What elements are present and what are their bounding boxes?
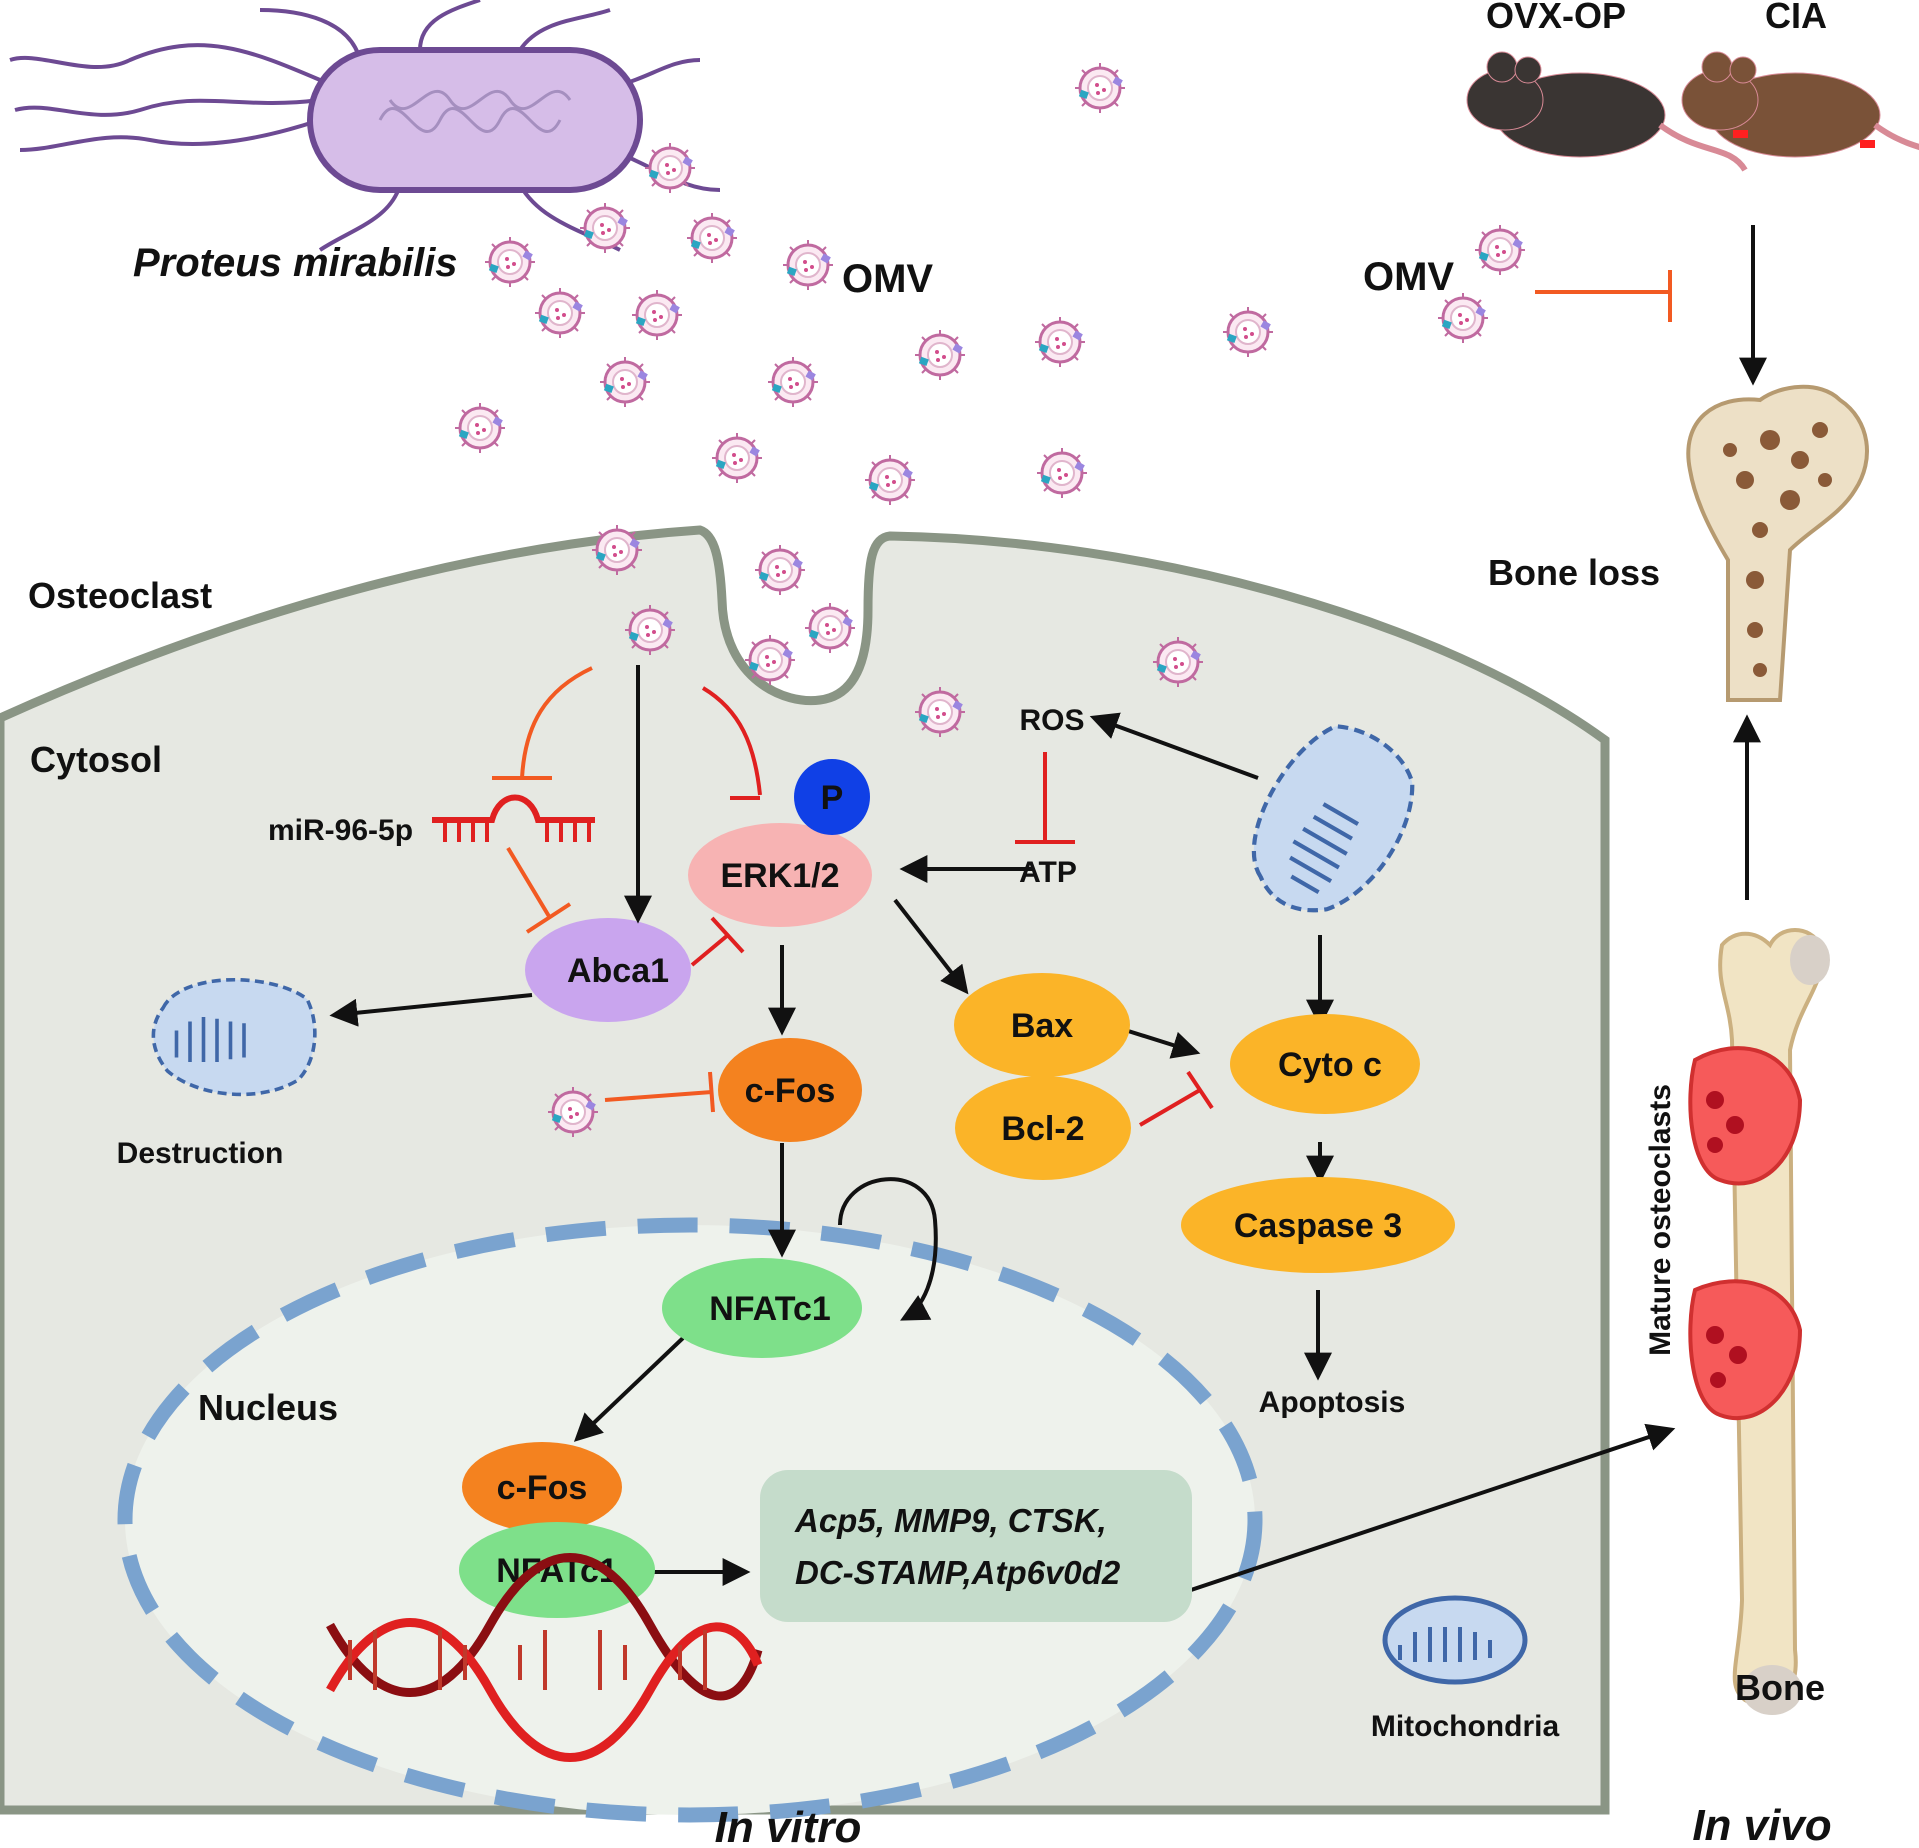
model-cia-label: CIA [1765, 0, 1827, 36]
target-genes-line1: Acp5, MMP9, CTSK, [794, 1502, 1107, 1539]
cia-inflamed-paws [1733, 130, 1875, 148]
bone-loss-label: Bone loss [1488, 552, 1660, 593]
nfatc1-autoloop-arrow [838, 1177, 938, 1321]
bone-label: Bone [1735, 1667, 1825, 1708]
ros-inhibits-atp [1015, 752, 1075, 844]
cytosol-label: Cytosol [30, 739, 162, 780]
cytoc-node [1230, 1014, 1420, 1114]
organism-label: Proteus mirabilis [133, 241, 458, 285]
mature-osteoclasts-label: Mature osteoclasts [1644, 1084, 1677, 1356]
proteus-mirabilis-bacterium [9, 0, 721, 252]
omv-label-invivo: OMV [1363, 255, 1454, 299]
erk12-label: ERK1/2 [720, 857, 839, 895]
activation-arrows [329, 225, 1767, 1594]
osteoclast-label: Osteoclast [28, 575, 212, 616]
caspase3-node [1181, 1177, 1455, 1273]
cfos-cytosol-node [718, 1038, 862, 1142]
target-genes-line2: DC-STAMP,Atp6v0d2 [795, 1554, 1121, 1591]
omv-label-top: OMV [842, 257, 933, 301]
bone-loss-femur [1686, 384, 1869, 702]
mature-osteoclast-upper [1688, 1046, 1803, 1186]
atp-label: ATP [1019, 856, 1077, 889]
cfos-nucleus-label: c-Fos [497, 1469, 588, 1507]
abca1-inhibits-erk [690, 916, 745, 967]
mir-96-5p-label: miR-96-5p [268, 814, 413, 847]
in-vivo-label: In vivo [1692, 1801, 1831, 1848]
dna-double-helix [326, 1553, 763, 1762]
in-vitro-label: In vitro [715, 1803, 862, 1848]
omv-inhibits-bone-loss [1535, 270, 1672, 322]
bax-label: Bax [1011, 1007, 1073, 1045]
erk12-node [688, 823, 872, 927]
phospho-p-node [794, 759, 870, 835]
cfos-nucleus-node [462, 1442, 622, 1532]
nfatc1-node [662, 1258, 862, 1358]
abca1-label: Abca1 [567, 952, 669, 990]
nfatc1-label: NFATc1 [709, 1290, 831, 1328]
bcl2-label: Bcl-2 [1001, 1110, 1084, 1148]
caspase3-label: Caspase 3 [1234, 1207, 1402, 1245]
mir-96-5p-hairpin [432, 794, 595, 842]
cytoc-label: Cyto c [1278, 1046, 1382, 1084]
mitochondrion-destroyed [151, 977, 317, 1097]
bcl2-node [955, 1076, 1131, 1180]
destruction-label: Destruction [117, 1137, 284, 1170]
mitochondria-legend-icon [1382, 1595, 1528, 1685]
ros-label: ROS [1019, 704, 1084, 737]
phospho-p-label: P [821, 779, 844, 817]
model-ovx-op-label: OVX-OP [1486, 0, 1626, 36]
abca1-node [525, 918, 691, 1022]
cfos-cytosol-label: c-Fos [745, 1072, 836, 1110]
bax-node [954, 973, 1130, 1077]
nucleus [117, 1217, 1263, 1823]
target-genes-box [760, 1470, 1192, 1622]
apoptosis-label: Apoptosis [1259, 1386, 1406, 1419]
long-bone [1688, 928, 1830, 1715]
mitochondria-label: Mitochondria [1371, 1710, 1560, 1743]
bcl2-inhibits-cytoc [1138, 1070, 1214, 1127]
omv-inhibits-cfos [604, 1071, 715, 1113]
omv-inhibition-lines [492, 666, 762, 800]
mir-inhibits-abca1 [506, 846, 572, 934]
mature-osteoclast-lower [1688, 1279, 1803, 1421]
nucleus-label: Nucleus [198, 1387, 338, 1428]
